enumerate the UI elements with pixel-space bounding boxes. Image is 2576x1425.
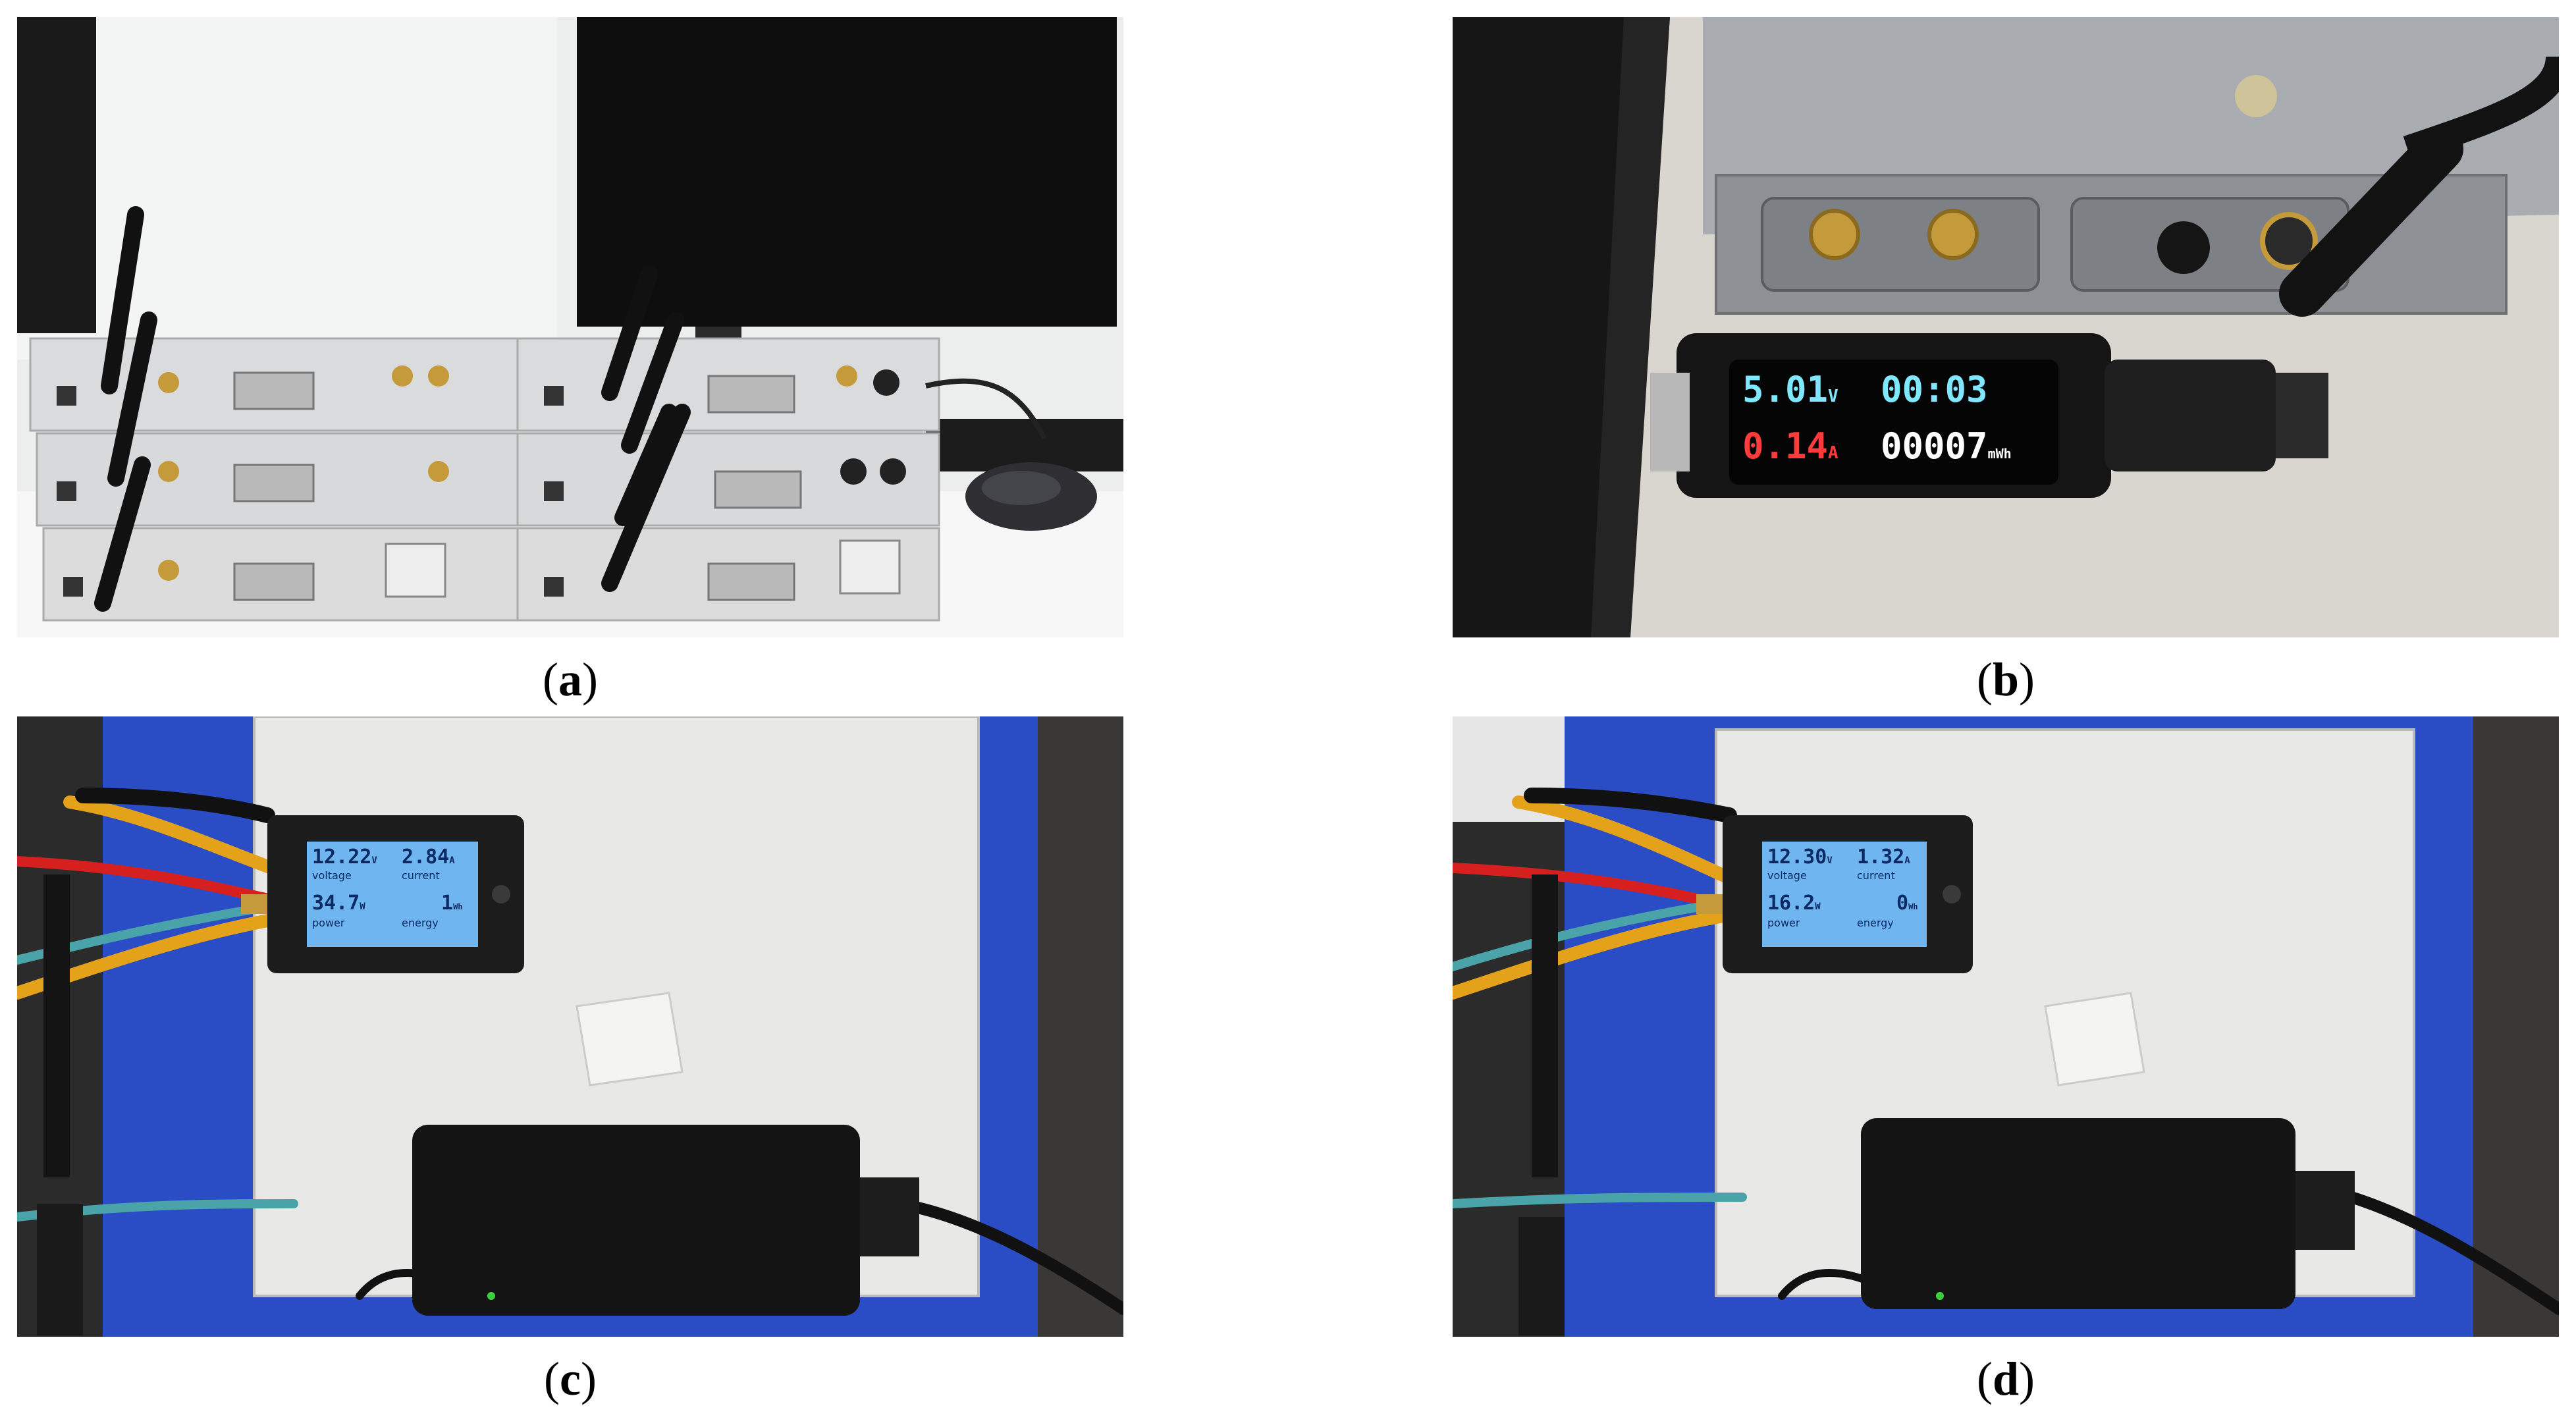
dc-meter-lcd: [307, 842, 478, 947]
meter-c-power-unit: W: [360, 901, 365, 912]
meter-c-label-voltage: voltage: [312, 869, 352, 882]
meter-c-energy-unit: Wh: [453, 902, 463, 911]
meter-d-power-unit: W: [1815, 901, 1821, 912]
caption-b: (b): [1976, 653, 2035, 706]
power-adapter: [1861, 1118, 2295, 1309]
photo-a-usrp-stack: [17, 17, 1123, 637]
meter-d-voltage: 12.30: [1767, 846, 1827, 869]
meter-c-energy: 1: [441, 892, 454, 915]
monitor-right: [577, 17, 1117, 327]
meter-d-readout: 12.30V 1.32A voltage current 16.2W 0Wh p…: [1765, 844, 1924, 944]
caption-c: (c): [544, 1353, 597, 1405]
caption-d: (d): [1976, 1353, 2035, 1405]
usb-meter-screen: [1729, 360, 2058, 485]
meter-c-label-power: power: [312, 917, 345, 929]
antenna: [2279, 126, 2463, 317]
photo-c-dc-meter: 12.22V 2.84A voltage current 34.7W 1Wh p…: [17, 716, 1123, 1337]
dc-meter-scene-d: [1453, 716, 2559, 1337]
meter-c-label-energy: energy: [402, 917, 439, 929]
usb-energy-value: 00007: [1881, 425, 1988, 467]
meter-d-power: 16.2: [1767, 892, 1815, 915]
photo-b-usb-meter: 5.01V 00:03 0.14A 00007mWh: [1453, 17, 2559, 637]
meter-c-label-current: current: [402, 869, 440, 882]
caption-a: (a): [543, 653, 598, 706]
meter-c-voltage: 12.22: [312, 846, 372, 869]
meter-d-label-energy: energy: [1857, 917, 1894, 929]
usb-current-value: 0.14: [1742, 425, 1829, 467]
meter-d-current: 1.32: [1857, 846, 1905, 869]
usb-current-unit: A: [1828, 443, 1838, 463]
usrp-unit: [516, 337, 940, 432]
meter-d-label-power: power: [1767, 917, 1800, 929]
meter-c-voltage-unit: V: [371, 855, 377, 866]
usrp-unit: [516, 527, 940, 622]
meter-c-readout: 12.22V 2.84A voltage current 34.7W 1Wh p…: [309, 844, 475, 944]
usb-time-value: 00:03: [1881, 369, 1988, 410]
antennas: [94, 206, 691, 612]
monitor-left: [17, 17, 96, 333]
usrp-stack-scene: [17, 17, 1123, 637]
photo-d-dc-meter: 12.30V 1.32A voltage current 16.2W 0Wh p…: [1453, 716, 2559, 1337]
meter-d-energy: 0: [1896, 892, 1909, 915]
meter-d-energy-unit: Wh: [1908, 902, 1918, 911]
dc-meter-scene-c: [17, 716, 1123, 1337]
usb-meter-scene: [1453, 17, 2559, 637]
meter-c-current-unit: A: [449, 855, 455, 866]
usrp-unit: [516, 432, 940, 527]
usb-voltage-value: 5.01: [1742, 369, 1829, 410]
meter-d-current-unit: A: [1904, 855, 1910, 866]
dc-meter-lcd: [1762, 842, 1927, 947]
meter-d-voltage-unit: V: [1827, 855, 1833, 866]
usb-voltage-unit: V: [1828, 387, 1838, 406]
meter-c-power: 34.7: [312, 892, 360, 915]
usb-meter-readout: 5.01V 00:03 0.14A 00007mWh: [1742, 366, 2052, 478]
meter-d-label-voltage: voltage: [1767, 869, 1807, 882]
usb-meter: [1650, 333, 2328, 498]
cables: [1453, 788, 2559, 1315]
usrp-b205-box: [1703, 17, 2559, 315]
meter-d-label-current: current: [1857, 869, 1895, 882]
usb-energy-unit: mWh: [1987, 446, 2012, 462]
power-adapter: [412, 1125, 860, 1316]
meter-c-current: 2.84: [402, 846, 450, 869]
